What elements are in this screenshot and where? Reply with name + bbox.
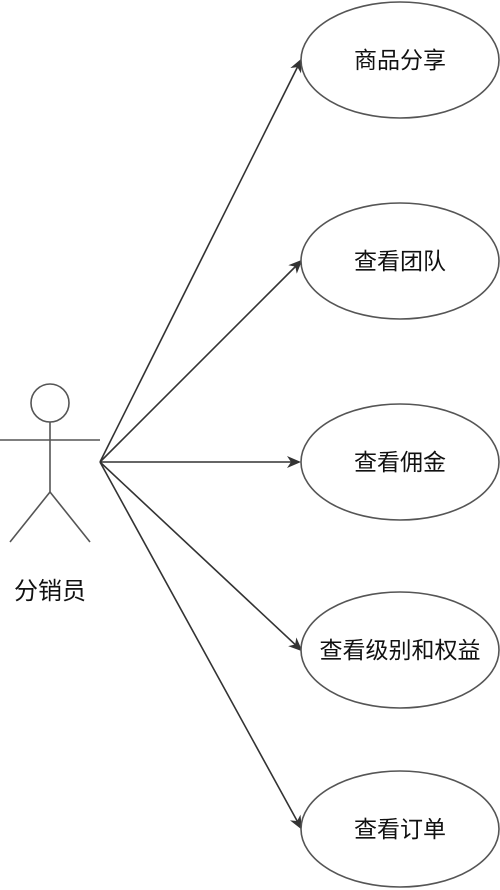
use-case-ellipse	[300, 202, 500, 320]
associations	[99, 58, 303, 830]
use-case-ellipse	[300, 403, 500, 521]
use-case-label: 查看团队	[354, 249, 446, 275]
use-case-ellipse	[300, 591, 500, 709]
association-arrow-5	[99, 461, 302, 830]
association-arrow-2	[99, 259, 303, 463]
use-case-1: 商品分享	[300, 1, 500, 119]
use-case-ellipse	[300, 770, 500, 888]
association-arrow-4	[99, 461, 303, 652]
actor-label: 分销员	[14, 577, 86, 605]
use-case-label: 商品分享	[354, 48, 446, 74]
use-case-2: 查看团队	[300, 202, 500, 320]
use-case-4: 查看级别和权益	[300, 591, 500, 709]
actor-head	[30, 383, 70, 423]
actor-figure	[0, 383, 100, 543]
use-case-label: 查看级别和权益	[320, 638, 481, 664]
use-case-5: 查看订单	[300, 770, 500, 888]
use-case-3: 查看佣金	[300, 403, 500, 521]
use-case-label: 查看订单	[354, 817, 446, 843]
actor-right-leg	[49, 491, 91, 543]
actor-left-leg	[9, 491, 51, 543]
use-case-ellipse	[300, 1, 500, 119]
use-case-label: 查看佣金	[354, 450, 446, 476]
association-arrow-1	[99, 58, 302, 463]
